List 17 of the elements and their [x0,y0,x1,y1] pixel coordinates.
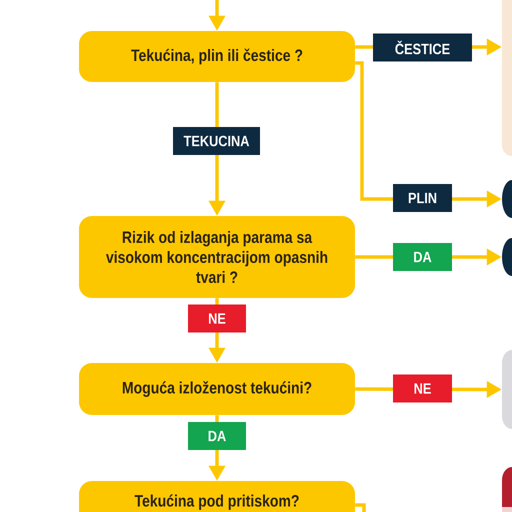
decision-box: Tekućina pod pritiskom? [79,481,355,512]
edge-label: PLIN [393,184,452,212]
edge-label: DA [188,422,246,450]
outcome-box [502,180,512,218]
outcome-panel [502,0,512,156]
edge-label: DA [393,243,452,271]
outcome-box [502,350,512,429]
outcome-box [502,467,512,512]
edge-label: TEKUCINA [173,127,260,155]
edge-label: NE [393,374,452,402]
outcome-box [502,238,512,276]
edge-label: NE [188,304,246,332]
decision-box: Moguća izloženost tekućini? [79,363,355,415]
connector-line [355,503,366,512]
edge-label: ČESTICE [373,34,472,62]
decision-box: Tekućina, plin ili čestice ? [79,31,355,82]
decision-box: Rizik od izlaganja parama sa visokom koncentracijom opasnih tvari ? [79,216,355,298]
